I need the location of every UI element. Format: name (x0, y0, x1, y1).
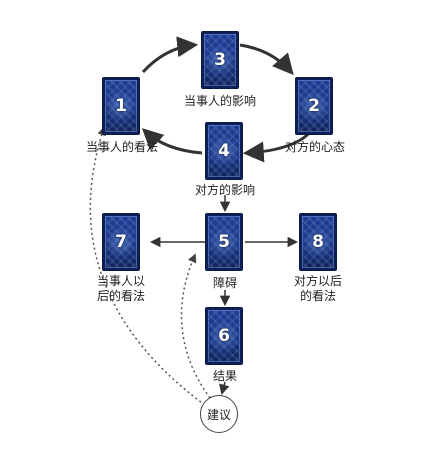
card-2: 2 (295, 77, 333, 135)
card-4-number: 4 (218, 141, 230, 161)
card-6-number: 6 (218, 326, 230, 346)
card-4: 4 (205, 122, 243, 180)
card-8-number: 8 (312, 232, 324, 252)
card-8: 8 (299, 213, 337, 271)
card-7: 7 (102, 213, 140, 271)
card-4-label: 对方的影响 (194, 183, 255, 197)
arrow-3-to-2 (239, 43, 294, 76)
card-1-label: 当事人的看法 (85, 140, 158, 154)
card-8-label: 对方以后 的看法 (278, 274, 358, 304)
arrow-4-to-1 (141, 128, 203, 155)
card-8-label-line-1: 对方以后 (293, 274, 342, 288)
advice-label: 建议 (206, 408, 231, 422)
advice-circle: 建议 (200, 395, 238, 433)
card-7-label-line-1: 当事人以 (96, 274, 145, 288)
card-5-label: 障碍 (212, 276, 237, 290)
card-7-number: 7 (115, 232, 127, 252)
card-7-label: 当事人以 后的看法 (81, 274, 161, 304)
card-1-number: 1 (115, 96, 127, 116)
arrow-6-to-advice (219, 381, 230, 396)
card-2-label: 对方的心态 (284, 140, 345, 154)
card-3: 3 (201, 31, 239, 89)
card-6-label: 结果 (212, 369, 237, 383)
card-6: 6 (205, 307, 243, 365)
card-3-label: 当事人的影响 (183, 94, 256, 108)
card-3-number: 3 (214, 50, 226, 70)
card-5-number: 5 (218, 232, 230, 252)
card-8-label-line-2: 的看法 (299, 289, 336, 303)
card-1: 1 (102, 77, 140, 135)
card-2-number: 2 (308, 96, 320, 116)
card-7-label-line-2: 后的看法 (96, 289, 145, 303)
dotted-arrow-advice-to-1 (89, 126, 206, 406)
arrow-1-to-3 (141, 36, 199, 74)
card-5: 5 (205, 213, 243, 271)
